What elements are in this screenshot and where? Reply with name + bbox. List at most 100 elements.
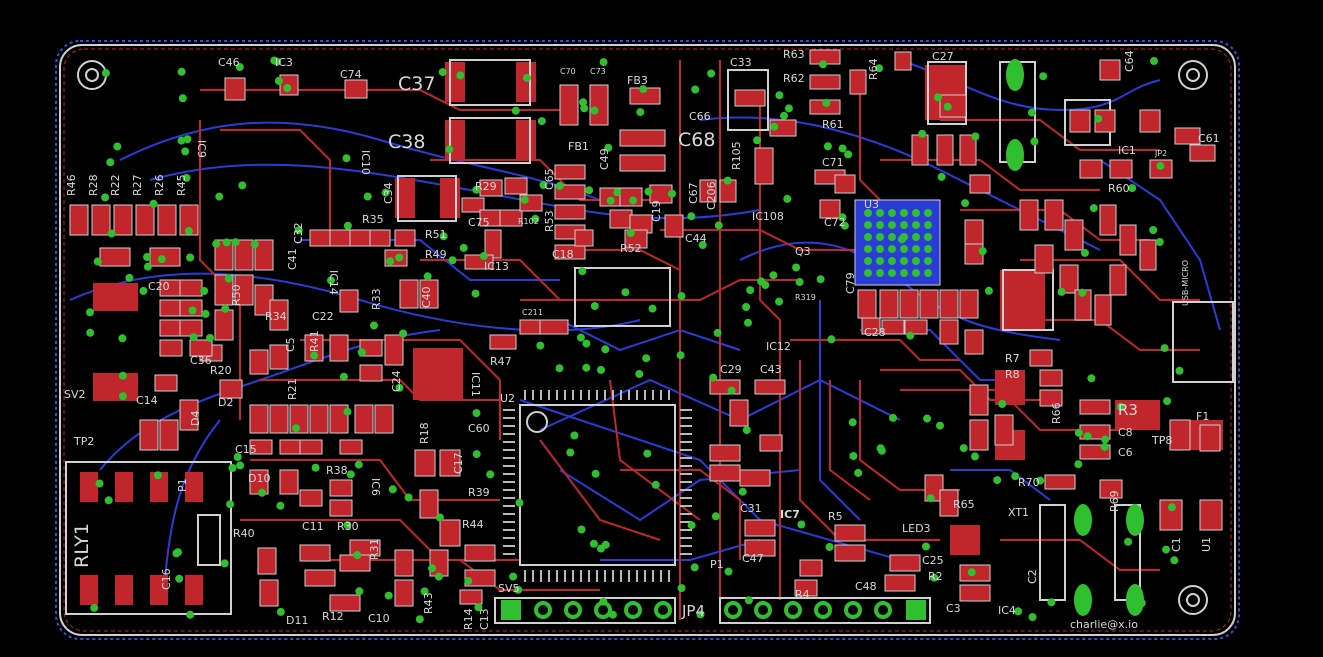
via [479,252,488,260]
via [819,60,827,69]
label-c24: C24 [390,370,403,392]
smd-pad [439,449,461,477]
label-c74: C74 [340,68,362,81]
smd-pad [609,209,633,229]
via [474,603,483,612]
ground-pour-border [55,40,1240,640]
via [709,373,718,382]
smd-pad [709,444,741,462]
via [590,302,599,310]
label-r8: R8 [1005,368,1020,381]
via [943,102,952,111]
label-c47: C47 [742,552,764,565]
via [642,354,651,363]
smd-pad [329,334,349,362]
label-c49: C49 [598,148,611,170]
via [531,214,540,223]
via [339,372,348,381]
via [742,426,751,435]
label-ic9: IC9 [195,140,208,158]
via [423,272,432,281]
via [537,117,546,126]
smd-pad [834,174,856,194]
via [119,392,127,401]
smd-pad [254,239,274,271]
via [370,321,378,330]
via [206,334,214,342]
smd-pad [939,319,959,345]
via [346,470,355,479]
label-r69: R69 [1108,490,1121,512]
smd-pad [889,554,921,572]
via [578,267,587,276]
smd-pad [279,469,299,495]
via [101,193,110,202]
via [959,444,968,453]
label-c34: C34 [382,182,395,204]
smd-pad [179,399,199,431]
smd-pad [329,594,361,612]
smd-pad [964,329,984,355]
label-r12: R12 [322,610,344,623]
label-c61: C61 [1198,132,1220,145]
smd-pad [574,229,594,247]
smd-pad [744,539,776,557]
label-c73: C73 [590,67,606,76]
via [343,521,352,530]
via [357,348,366,357]
via [181,147,190,156]
label-c65: C65 [543,168,556,190]
via [276,607,285,616]
label-c37: C37 [398,73,435,95]
smd-pad [159,419,179,451]
smd-pad [881,319,905,335]
label-c14: C14 [136,394,158,407]
via [1116,402,1125,411]
smd-pad [1079,159,1103,179]
via [107,229,116,238]
label-r45: R45 [175,174,188,196]
via [626,229,635,237]
smd-pad [504,177,528,195]
label-c72: C72 [824,216,846,229]
smd-pad [1044,199,1064,231]
smd-pad [554,164,586,180]
smd-pad [279,439,303,455]
label-ic1: IC1 [1118,144,1136,157]
label-ic7: IC7 [780,508,800,521]
smd-pad [1069,109,1091,133]
smd-pad [857,289,877,319]
silk-labels: C37 C38 C68 C66 C33 C27 C46 IC3 C74 C70 … [64,48,1220,631]
label-led3: LED3 [902,522,931,535]
label-p1: P1 [176,478,189,492]
via [235,63,244,72]
label-c68: C68 [678,129,715,151]
via [456,71,465,80]
smd-pad [69,204,89,236]
via [1030,137,1039,146]
via [591,469,600,478]
via [1047,598,1056,607]
via [184,226,193,235]
via [539,181,548,189]
via [775,91,784,100]
via [724,567,733,576]
via [1167,503,1176,512]
via [386,257,395,266]
label-r35: R35 [362,213,384,226]
pin-headers [501,600,926,620]
via [189,333,198,342]
smd-pad [464,569,496,587]
via [1094,114,1103,123]
via [464,577,473,585]
via [698,241,707,249]
smd-pad [269,404,289,434]
via [711,512,720,521]
via [668,189,676,198]
via [848,418,857,427]
smd-pad [461,197,485,213]
via [472,409,481,418]
via [738,487,747,496]
via [775,297,784,306]
via [381,188,390,197]
